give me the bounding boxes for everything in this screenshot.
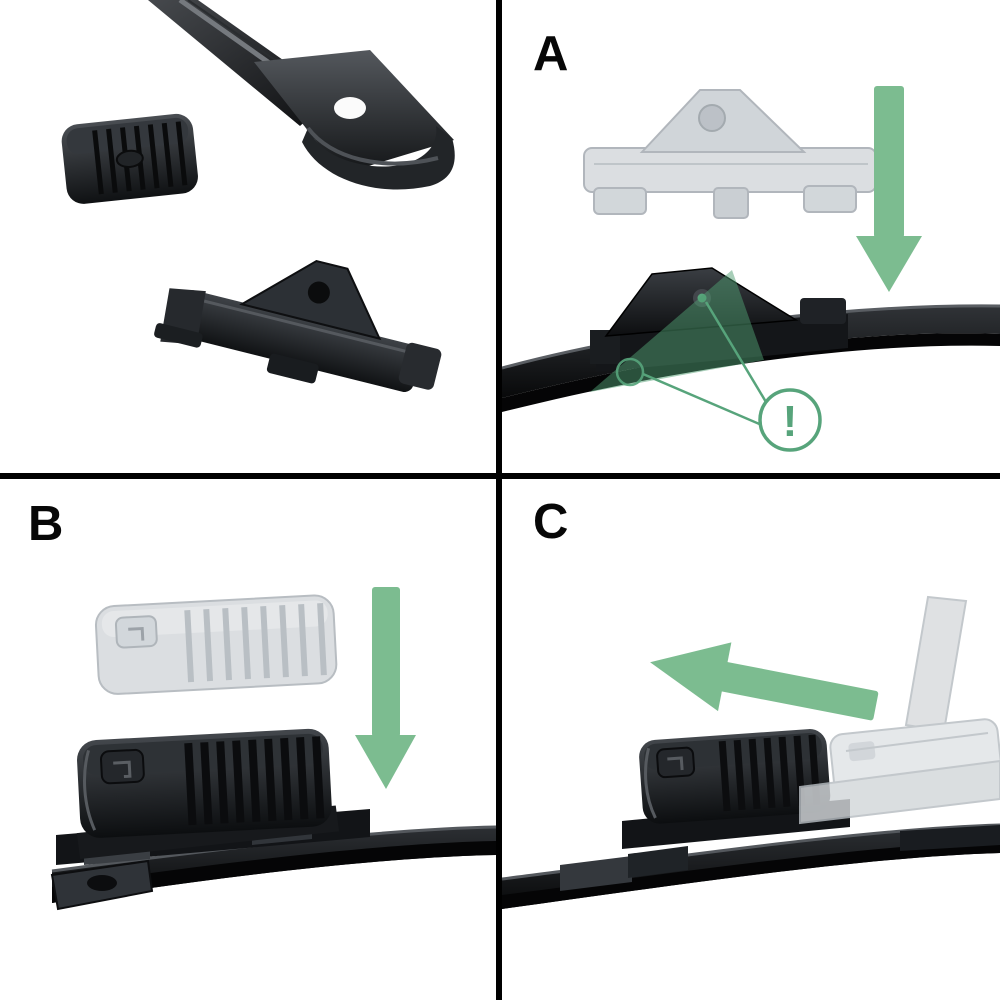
wiper-blade	[502, 823, 1000, 909]
warning-circle-icon	[758, 388, 822, 452]
horizontal-divider	[0, 473, 1000, 479]
step-c-label: C	[533, 495, 569, 549]
parts-overview-illustration	[61, 0, 455, 392]
warning-callout	[615, 301, 822, 452]
step-b-illustration	[50, 587, 496, 911]
highlight-wedge	[590, 270, 764, 392]
down-arrow-icon	[355, 587, 416, 789]
ghost-cap-ribs	[184, 603, 327, 683]
vertical-divider	[496, 0, 502, 1000]
panel-step-c	[502, 479, 1000, 1000]
adapter-part	[154, 259, 442, 392]
adapter-pivot-hole	[307, 281, 330, 304]
mounted-black-cap	[76, 728, 340, 859]
step-c-illustration	[502, 595, 1000, 909]
hook-slot-hole	[334, 97, 366, 119]
panel-step-b	[0, 479, 496, 1000]
panel-parts-overview	[0, 0, 496, 473]
left-arrow-icon	[650, 642, 879, 721]
step-a-illustration: !	[502, 86, 1000, 452]
marker-circle	[615, 357, 645, 387]
step-a-label: A	[533, 27, 569, 81]
wiper-arm-hook	[148, 0, 455, 190]
adapter-cap-part	[61, 113, 198, 204]
black-cap-ribs	[184, 736, 325, 826]
ghost-cap	[94, 594, 338, 695]
panel-step-a: !	[502, 0, 1000, 473]
ghost-wiper-arm	[799, 595, 1000, 825]
wiper-blade	[50, 825, 496, 911]
warning-exclamation: !	[783, 397, 798, 446]
ghost-adapter	[583, 89, 877, 219]
step-b-label: B	[28, 497, 64, 551]
down-arrow-icon	[856, 86, 922, 292]
